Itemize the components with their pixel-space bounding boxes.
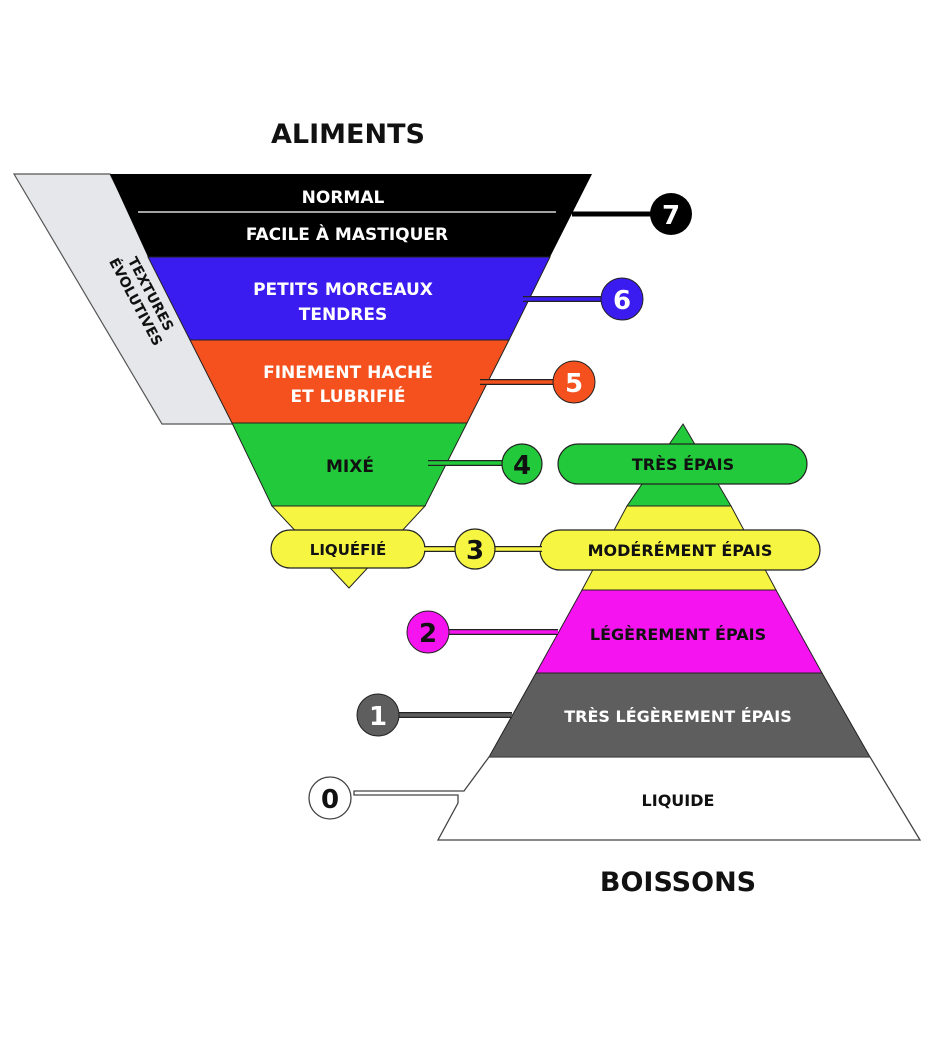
level-number-5: 5 [565,369,583,399]
drink-band-0 [353,756,922,841]
food-label-5b: ET LUBRIFIÉ [290,385,405,407]
level-badge-0 [308,776,352,820]
food-label-6b: TENDRES [299,305,388,325]
title-boissons: BOISSONS [600,867,756,898]
drink-label-2: LÉGÈREMENT ÉPAIS [590,625,766,644]
food-label-4: MIXÉ [326,455,374,477]
food-band-7 [110,174,592,257]
level-number-3: 3 [466,536,484,566]
level-number-1: 1 [369,702,387,732]
title-aliments: ALIMENTS [271,119,425,150]
level-number-7: 7 [662,201,680,231]
food-label-6a: PETITS MORCEAUX [253,280,433,300]
level-badge-2 [406,610,450,654]
level-number-6: 6 [613,286,631,316]
food-label-7b: FACILE À MASTIQUER [246,223,448,245]
level-number-0: 0 [321,785,339,815]
level-badge-4 [501,443,543,485]
drink-label-1: TRÈS LÉGÈREMENT ÉPAIS [564,707,791,726]
drink-pill-4 [557,443,808,485]
level-badge-7 [650,193,692,235]
level-number-4: 4 [513,451,531,481]
drink-label-3: MODÉRÉMENT ÉPAIS [588,541,773,560]
level-number-2: 2 [419,619,437,649]
food-label-3: LIQUÉFIÉ [310,540,386,559]
level-badge-1 [356,693,400,737]
drink-label-0: LIQUIDE [642,791,715,810]
level-badge-5 [552,360,596,404]
food-label-7a: NORMAL [302,188,385,208]
level-badge-3 [454,528,496,570]
level-badge-6 [600,277,644,321]
food-label-5a: FINEMENT HACHÉ [263,361,433,383]
drink-label-4: TRÈS ÉPAIS [632,455,734,474]
